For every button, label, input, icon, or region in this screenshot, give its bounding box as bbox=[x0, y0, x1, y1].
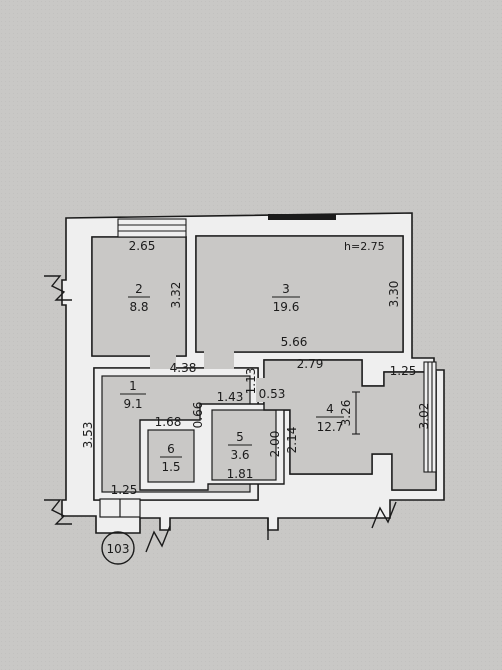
window-room-2 bbox=[117, 218, 187, 238]
room-4-label: 4 12.7 bbox=[316, 402, 344, 434]
room-3-label: 3 19.6 bbox=[272, 282, 300, 314]
svg-text:9.1: 9.1 bbox=[123, 397, 142, 411]
dim-r4-left-height: 2.14 bbox=[285, 427, 299, 454]
dim-r4-right-height: 3.02 bbox=[417, 403, 431, 430]
svg-text:1: 1 bbox=[129, 379, 137, 393]
window-room-3 bbox=[268, 214, 336, 220]
dim-r1-height: 3.53 bbox=[81, 422, 95, 449]
room-6-floor bbox=[147, 429, 195, 483]
room-2-label: 2 8.8 bbox=[128, 282, 150, 314]
dim-r2-width: 2.65 bbox=[129, 239, 156, 253]
svg-text:3: 3 bbox=[282, 282, 290, 296]
svg-text:2: 2 bbox=[135, 282, 143, 296]
door-room-2 bbox=[150, 355, 176, 369]
door-room-4 bbox=[256, 378, 266, 402]
dim-r3-height: 3.30 bbox=[387, 281, 401, 308]
svg-text:6: 6 bbox=[167, 442, 175, 456]
dim-r4-notch: 1.25 bbox=[390, 364, 417, 378]
door-room-3 bbox=[204, 351, 234, 369]
dim-small-left: 1.13 bbox=[244, 368, 258, 395]
dim-r2-height: 3.32 bbox=[169, 282, 183, 309]
dim-hall-side: 0.66 bbox=[191, 402, 205, 429]
dim-r4-mid-height: 3.26 bbox=[339, 400, 353, 427]
svg-text:8.8: 8.8 bbox=[129, 300, 148, 314]
room-6-label: 6 1.5 bbox=[160, 442, 182, 474]
dim-r4-width: 2.79 bbox=[297, 357, 324, 371]
dim-r1-width: 4.38 bbox=[170, 361, 197, 375]
dim-r5-width: 1.43 bbox=[217, 390, 244, 404]
dimension-lines bbox=[352, 391, 360, 435]
break-marks bbox=[44, 275, 397, 553]
room-3-floor bbox=[195, 235, 404, 353]
dim-r5-height: 2.00 bbox=[268, 431, 282, 458]
dim-r5-bottom: 1.81 bbox=[227, 467, 254, 481]
svg-text:19.6: 19.6 bbox=[273, 300, 300, 314]
dim-small-right: 0.53 bbox=[259, 387, 286, 401]
room-4-floor bbox=[263, 359, 437, 491]
window-room-4 bbox=[423, 361, 437, 473]
apartment-number-badge: 103 bbox=[101, 531, 135, 565]
svg-text:4: 4 bbox=[326, 402, 334, 416]
dim-r6-width: 1.68 bbox=[155, 415, 182, 429]
room-5-label: 5 3.6 bbox=[228, 430, 252, 462]
dim-r3-width: 5.66 bbox=[281, 335, 308, 349]
svg-text:5: 5 bbox=[236, 430, 244, 444]
dim-r1-bottom: 1.25 bbox=[111, 483, 138, 497]
svg-text:12.7: 12.7 bbox=[317, 420, 344, 434]
svg-text:1.5: 1.5 bbox=[161, 460, 180, 474]
ceiling-height: h=2.75 bbox=[344, 240, 385, 253]
svg-text:3.6: 3.6 bbox=[230, 448, 249, 462]
room-1-label: 1 9.1 bbox=[120, 379, 146, 411]
svg-text:103: 103 bbox=[107, 542, 130, 556]
